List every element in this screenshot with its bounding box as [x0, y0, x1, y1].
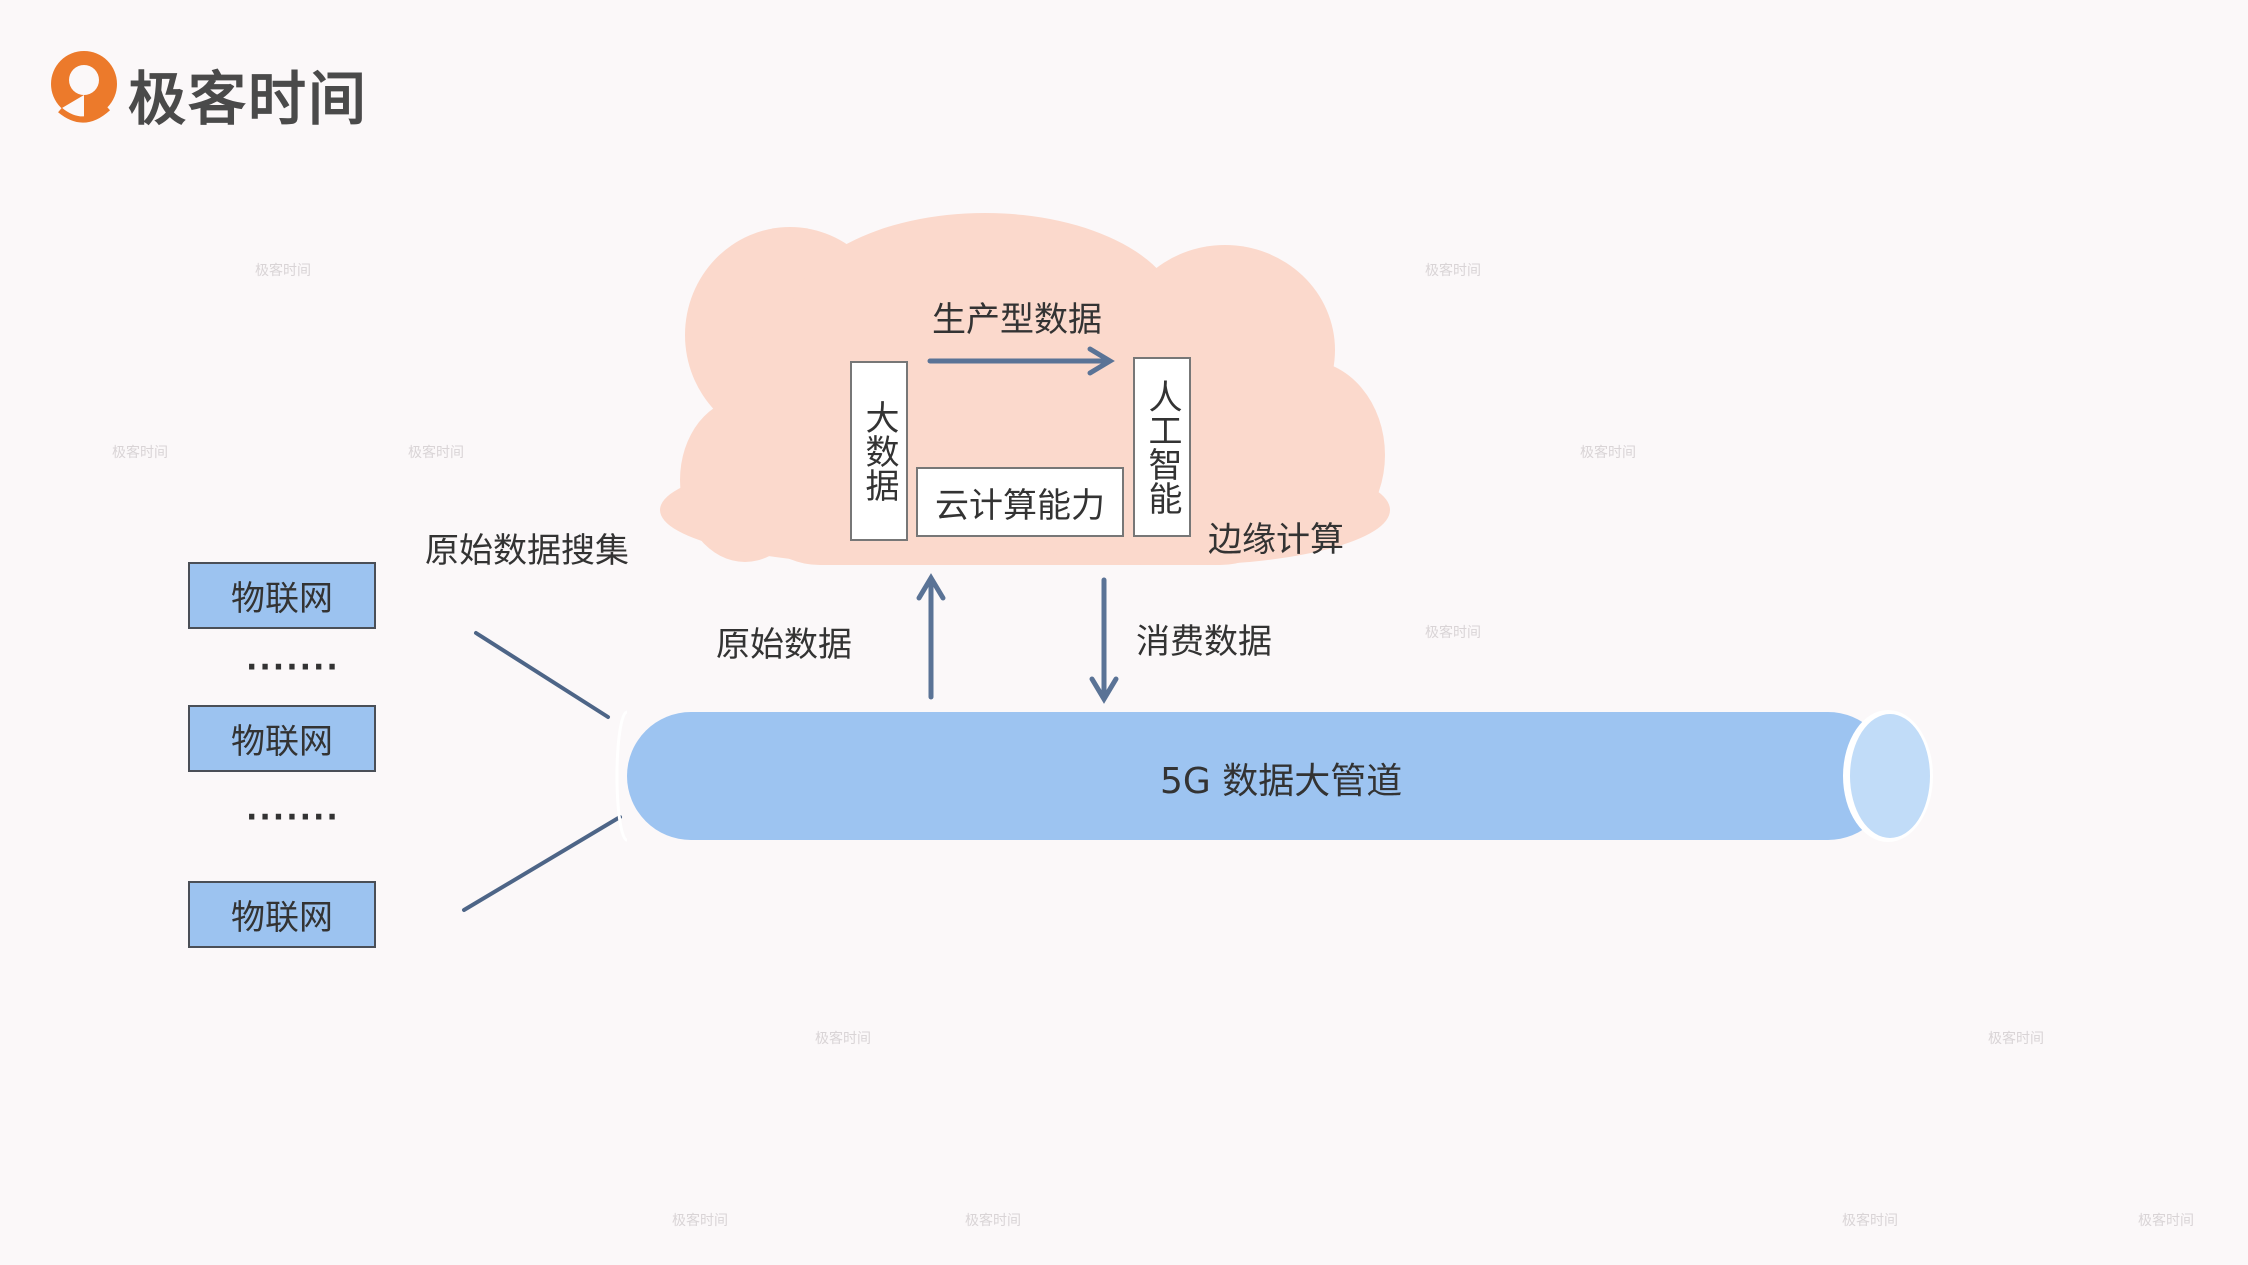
watermark: 极客时间: [2138, 1213, 2194, 1229]
watermark: 极客时间: [112, 445, 168, 461]
watermark: 极客时间: [408, 445, 464, 461]
production-data-label: 生产型数据: [932, 300, 1102, 340]
raw-data-arrow: [916, 573, 946, 700]
edge-computing-label: 边缘计算: [1208, 520, 1344, 560]
watermark: 极客时间: [1988, 1031, 2044, 1047]
iot-box-label: 物联网: [231, 579, 333, 619]
data-pipe: [615, 710, 1933, 842]
iot-box: 物联网: [188, 562, 376, 629]
brand-logo-text: 极客时间: [128, 65, 369, 133]
watermark: 极客时间: [255, 263, 311, 279]
pipe-label: 5G 数据大管道: [1160, 761, 1403, 802]
watermark: 极客时间: [672, 1213, 728, 1229]
iot-box-label: 物联网: [231, 898, 333, 938]
watermark: 极客时间: [1580, 445, 1636, 461]
consume-data-arrow: [1089, 577, 1119, 704]
collector-lines: [462, 631, 622, 912]
iot-box-label: 物联网: [231, 722, 333, 762]
ellipsis: ·······: [246, 650, 340, 685]
cloud-computing-box: 云计算能力: [916, 467, 1124, 537]
ai-box-label: 人工智能: [1142, 379, 1182, 515]
production-data-arrow: [927, 346, 1115, 376]
watermark: 极客时间: [1425, 263, 1481, 279]
raw-data-collection-label: 原始数据搜集: [425, 531, 629, 571]
watermark: 极客时间: [1842, 1213, 1898, 1229]
cloud-computing-label: 云计算能力: [935, 485, 1105, 526]
consume-data-label: 消费数据: [1136, 622, 1272, 662]
iot-box: 物联网: [188, 881, 376, 948]
ellipsis: ·······: [246, 800, 340, 835]
watermark: 极客时间: [815, 1031, 871, 1047]
raw-data-label: 原始数据: [716, 625, 852, 665]
ai-box: 人工智能: [1133, 357, 1191, 537]
big-data-box-label: 大数据: [859, 400, 899, 502]
watermark: 极客时间: [965, 1213, 1021, 1229]
iot-box: 物联网: [188, 705, 376, 772]
big-data-box: 大数据: [850, 361, 908, 541]
watermark: 极客时间: [1425, 625, 1481, 641]
logo-icon: [51, 51, 117, 123]
